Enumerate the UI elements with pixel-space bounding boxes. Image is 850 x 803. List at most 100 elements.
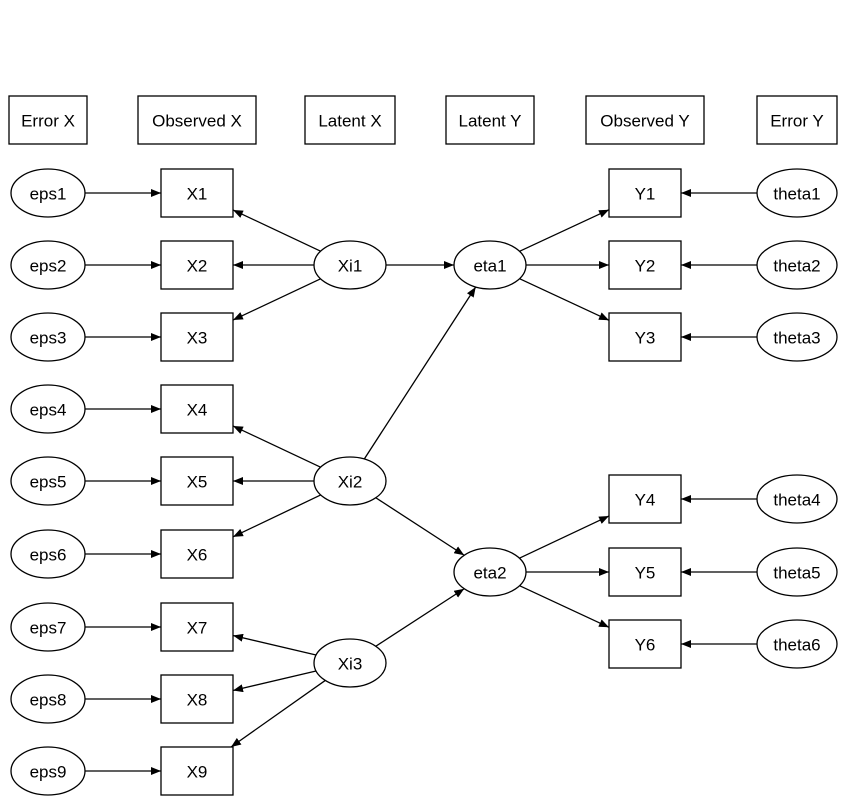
column-header-error-y: Error Y [756,95,838,145]
node-eps1: eps1 [10,168,86,218]
node-y4-box [608,474,682,524]
node-eps4: eps4 [10,384,86,434]
column-header-latent-x-box [304,95,396,145]
node-eps3-ellipse [10,312,86,362]
node-theta3-ellipse [756,312,838,362]
node-xi2: Xi2 [313,456,387,506]
node-x7: X7 [160,602,234,652]
column-header-observed-x: Observed X [137,95,257,145]
node-xi3: Xi3 [313,638,387,688]
node-theta6: theta6 [756,619,838,669]
node-x8-label: X8 [187,691,208,710]
node-x2: X2 [160,240,234,290]
node-eps1-ellipse [10,168,86,218]
node-eps8-ellipse [10,674,86,724]
node-eps5-label: eps5 [30,473,67,492]
node-eps9: eps9 [10,746,86,796]
node-x9-label: X9 [187,763,208,782]
arrow-xi2-to-eta2 [375,497,465,556]
node-eta1: eta1 [453,240,527,290]
column-header-latent-x: Latent X [304,95,396,145]
node-y1: Y1 [608,168,682,218]
node-theta4: theta4 [756,474,838,524]
node-x7-box [160,602,234,652]
column-header-observed-y-box [585,95,705,145]
node-eps6-label: eps6 [30,546,67,565]
arrow-eta1-to-y1 [519,209,610,252]
node-theta6-label: theta6 [773,636,820,655]
column-header-observed-y-label: Observed Y [600,112,689,131]
node-x3: X3 [160,312,234,362]
node-x8: X8 [160,674,234,724]
node-x4: X4 [160,384,234,434]
node-theta4-label: theta4 [773,491,820,510]
column-header-latent-y-label: Latent Y [458,112,521,131]
node-eta2-label: eta2 [473,564,506,583]
node-y3-label: Y3 [635,329,656,348]
node-xi3-label: Xi3 [338,655,363,674]
node-eps3-label: eps3 [30,329,67,348]
node-theta4-ellipse [756,474,838,524]
node-eta1-label: eta1 [473,257,506,276]
edges [85,189,757,775]
node-theta3: theta3 [756,312,838,362]
node-xi1: Xi1 [313,240,387,290]
node-theta1-label: theta1 [773,185,820,204]
node-y5-label: Y5 [635,564,656,583]
node-y6-label: Y6 [635,636,656,655]
node-xi3-ellipse [313,638,387,688]
node-eta2-ellipse [453,547,527,597]
column-header-error-y-box [756,95,838,145]
node-x4-box [160,384,234,434]
node-x6-label: X6 [187,546,208,565]
column-header-error-y-label: Error Y [770,112,824,131]
node-eps3: eps3 [10,312,86,362]
node-theta2-ellipse [756,240,838,290]
arrow-xi2-to-x4 [232,425,321,468]
node-y2-label: Y2 [635,257,656,276]
arrow-xi1-to-x1 [232,209,321,252]
node-eps7-label: eps7 [30,619,67,638]
node-x4-label: X4 [187,401,208,420]
node-x1: X1 [160,168,234,218]
node-theta3-label: theta3 [773,329,820,348]
node-eps8-label: eps8 [30,691,67,710]
node-y1-label: Y1 [635,185,656,204]
node-theta6-ellipse [756,619,838,669]
node-eps6: eps6 [10,529,86,579]
node-y5-box [608,547,682,597]
arrow-eta2-to-y6 [519,585,610,628]
node-eps8: eps8 [10,674,86,724]
node-x9-box [160,746,234,796]
arrow-xi1-to-x3 [232,278,321,321]
node-eps5-ellipse [10,456,86,506]
column-header-error-x: Error X [8,95,88,145]
node-eps9-ellipse [10,746,86,796]
arrow-xi3-to-x9 [230,679,326,748]
column-header-error-x-box [8,95,88,145]
node-y1-box [608,168,682,218]
node-x1-box [160,168,234,218]
node-eps2-ellipse [10,240,86,290]
node-xi1-ellipse [313,240,387,290]
node-theta2: theta2 [756,240,838,290]
node-y3: Y3 [608,312,682,362]
arrow-xi3-to-x7 [232,633,317,656]
node-eta1-ellipse [453,240,527,290]
node-x2-label: X2 [187,257,208,276]
arrow-eta2-to-y4 [519,515,610,559]
node-eps4-label: eps4 [30,401,67,420]
column-header-latent-y: Latent Y [445,95,535,145]
column-header-observed-x-box [137,95,257,145]
node-eps5: eps5 [10,456,86,506]
node-x5: X5 [160,456,234,506]
node-x9: X9 [160,746,234,796]
node-x3-label: X3 [187,329,208,348]
node-eps2: eps2 [10,240,86,290]
node-eps7-ellipse [10,602,86,652]
node-xi2-ellipse [313,456,387,506]
node-eps2-label: eps2 [30,257,67,276]
node-y2: Y2 [608,240,682,290]
node-y6: Y6 [608,619,682,669]
